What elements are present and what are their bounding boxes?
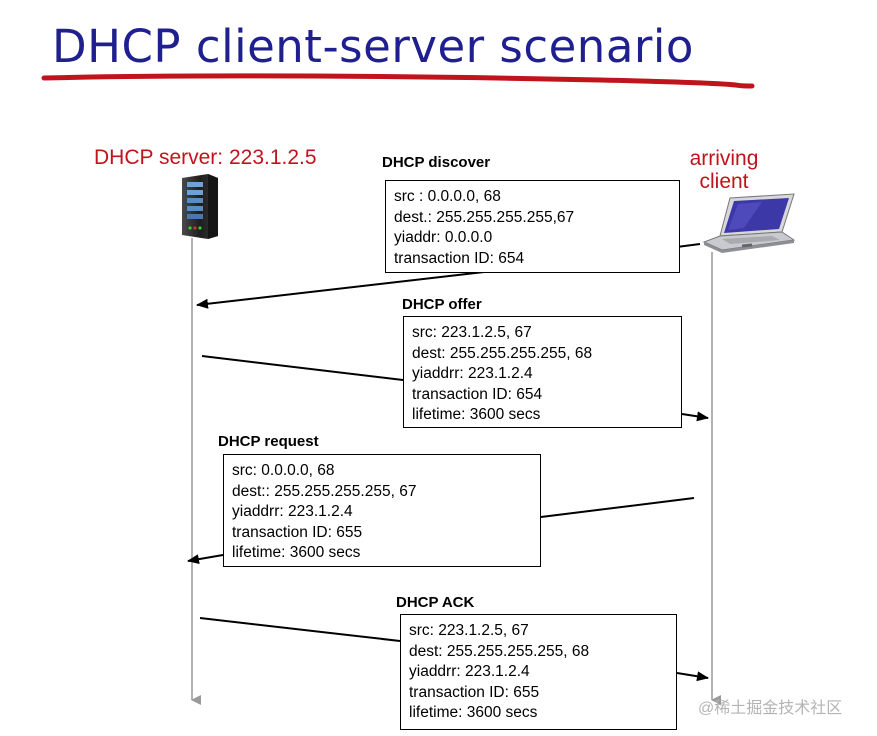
discover-title: DHCP discover: [382, 154, 491, 171]
discover-line: dest.: 255.255.255.255,67: [394, 208, 575, 226]
offer-arrow-segment-2: [681, 411, 709, 422]
server-label: DHCP server: 223.1.2.5: [94, 146, 317, 169]
discover-line: src : 0.0.0.0, 68: [394, 188, 501, 205]
server-tower-icon: [182, 174, 218, 239]
discover-line: yiaddr: 0.0.0.0: [394, 229, 493, 247]
ack-message-box: src: 223.1.2.5, 67 dest: 255.255.255.255…: [400, 614, 677, 730]
offer-message-box: src: 223.1.2.5, 67 dest: 255.255.255.255…: [403, 316, 682, 428]
discover-line: transaction ID: 654: [394, 249, 525, 267]
request-line: transaction ID: 655: [232, 523, 363, 541]
client-label-line-1: arriving: [689, 147, 759, 170]
ack-line: yiaddrr: 223.1.2.4: [409, 663, 530, 681]
discover-message-box: src : 0.0.0.0, 68 dest.: 255.255.255.255…: [385, 180, 680, 273]
client-label: arriving client: [664, 147, 784, 193]
watermark: @稀土掘金技术社区: [698, 700, 843, 717]
client-label-line-2: client: [699, 170, 749, 193]
laptop-icon: [702, 193, 796, 253]
ack-line: transaction ID: 655: [409, 683, 540, 701]
request-title: DHCP request: [218, 433, 319, 450]
page-title: DHCP client-server scenario: [52, 20, 694, 73]
offer-line: lifetime: 3600 secs: [412, 406, 541, 424]
request-message-box: src: 0.0.0.0, 68 dest:: 255.255.255.255,…: [223, 454, 541, 567]
discover-arrow-segment-2: [196, 271, 485, 309]
request-arrow-segment-2: [187, 554, 224, 565]
request-arrow-segment-1: [540, 497, 695, 518]
ack-arrow-segment-1: [199, 617, 401, 642]
offer-line: dest: 255.255.255.255, 68: [412, 344, 593, 362]
offer-line: yiaddrr: 223.1.2.4: [412, 365, 533, 383]
ack-arrow-segment-2: [676, 671, 709, 682]
offer-arrow-segment-1: [201, 355, 404, 381]
offer-title: DHCP offer: [402, 296, 482, 313]
ack-line: src: 223.1.2.5, 67: [409, 622, 529, 639]
request-line: yiaddrr: 223.1.2.4: [232, 503, 353, 521]
ack-line: dest: 255.255.255.255, 68: [409, 642, 590, 660]
ack-line: lifetime: 3600 secs: [409, 704, 538, 722]
offer-line: transaction ID: 654: [412, 385, 543, 403]
request-line: dest:: 255.255.255.255, 67: [232, 482, 417, 500]
offer-line: src: 223.1.2.5, 67: [412, 324, 532, 341]
request-line: lifetime: 3600 secs: [232, 544, 361, 562]
title-underline: [41, 73, 755, 89]
ack-title: DHCP ACK: [396, 594, 475, 611]
request-line: src: 0.0.0.0, 68: [232, 462, 335, 479]
